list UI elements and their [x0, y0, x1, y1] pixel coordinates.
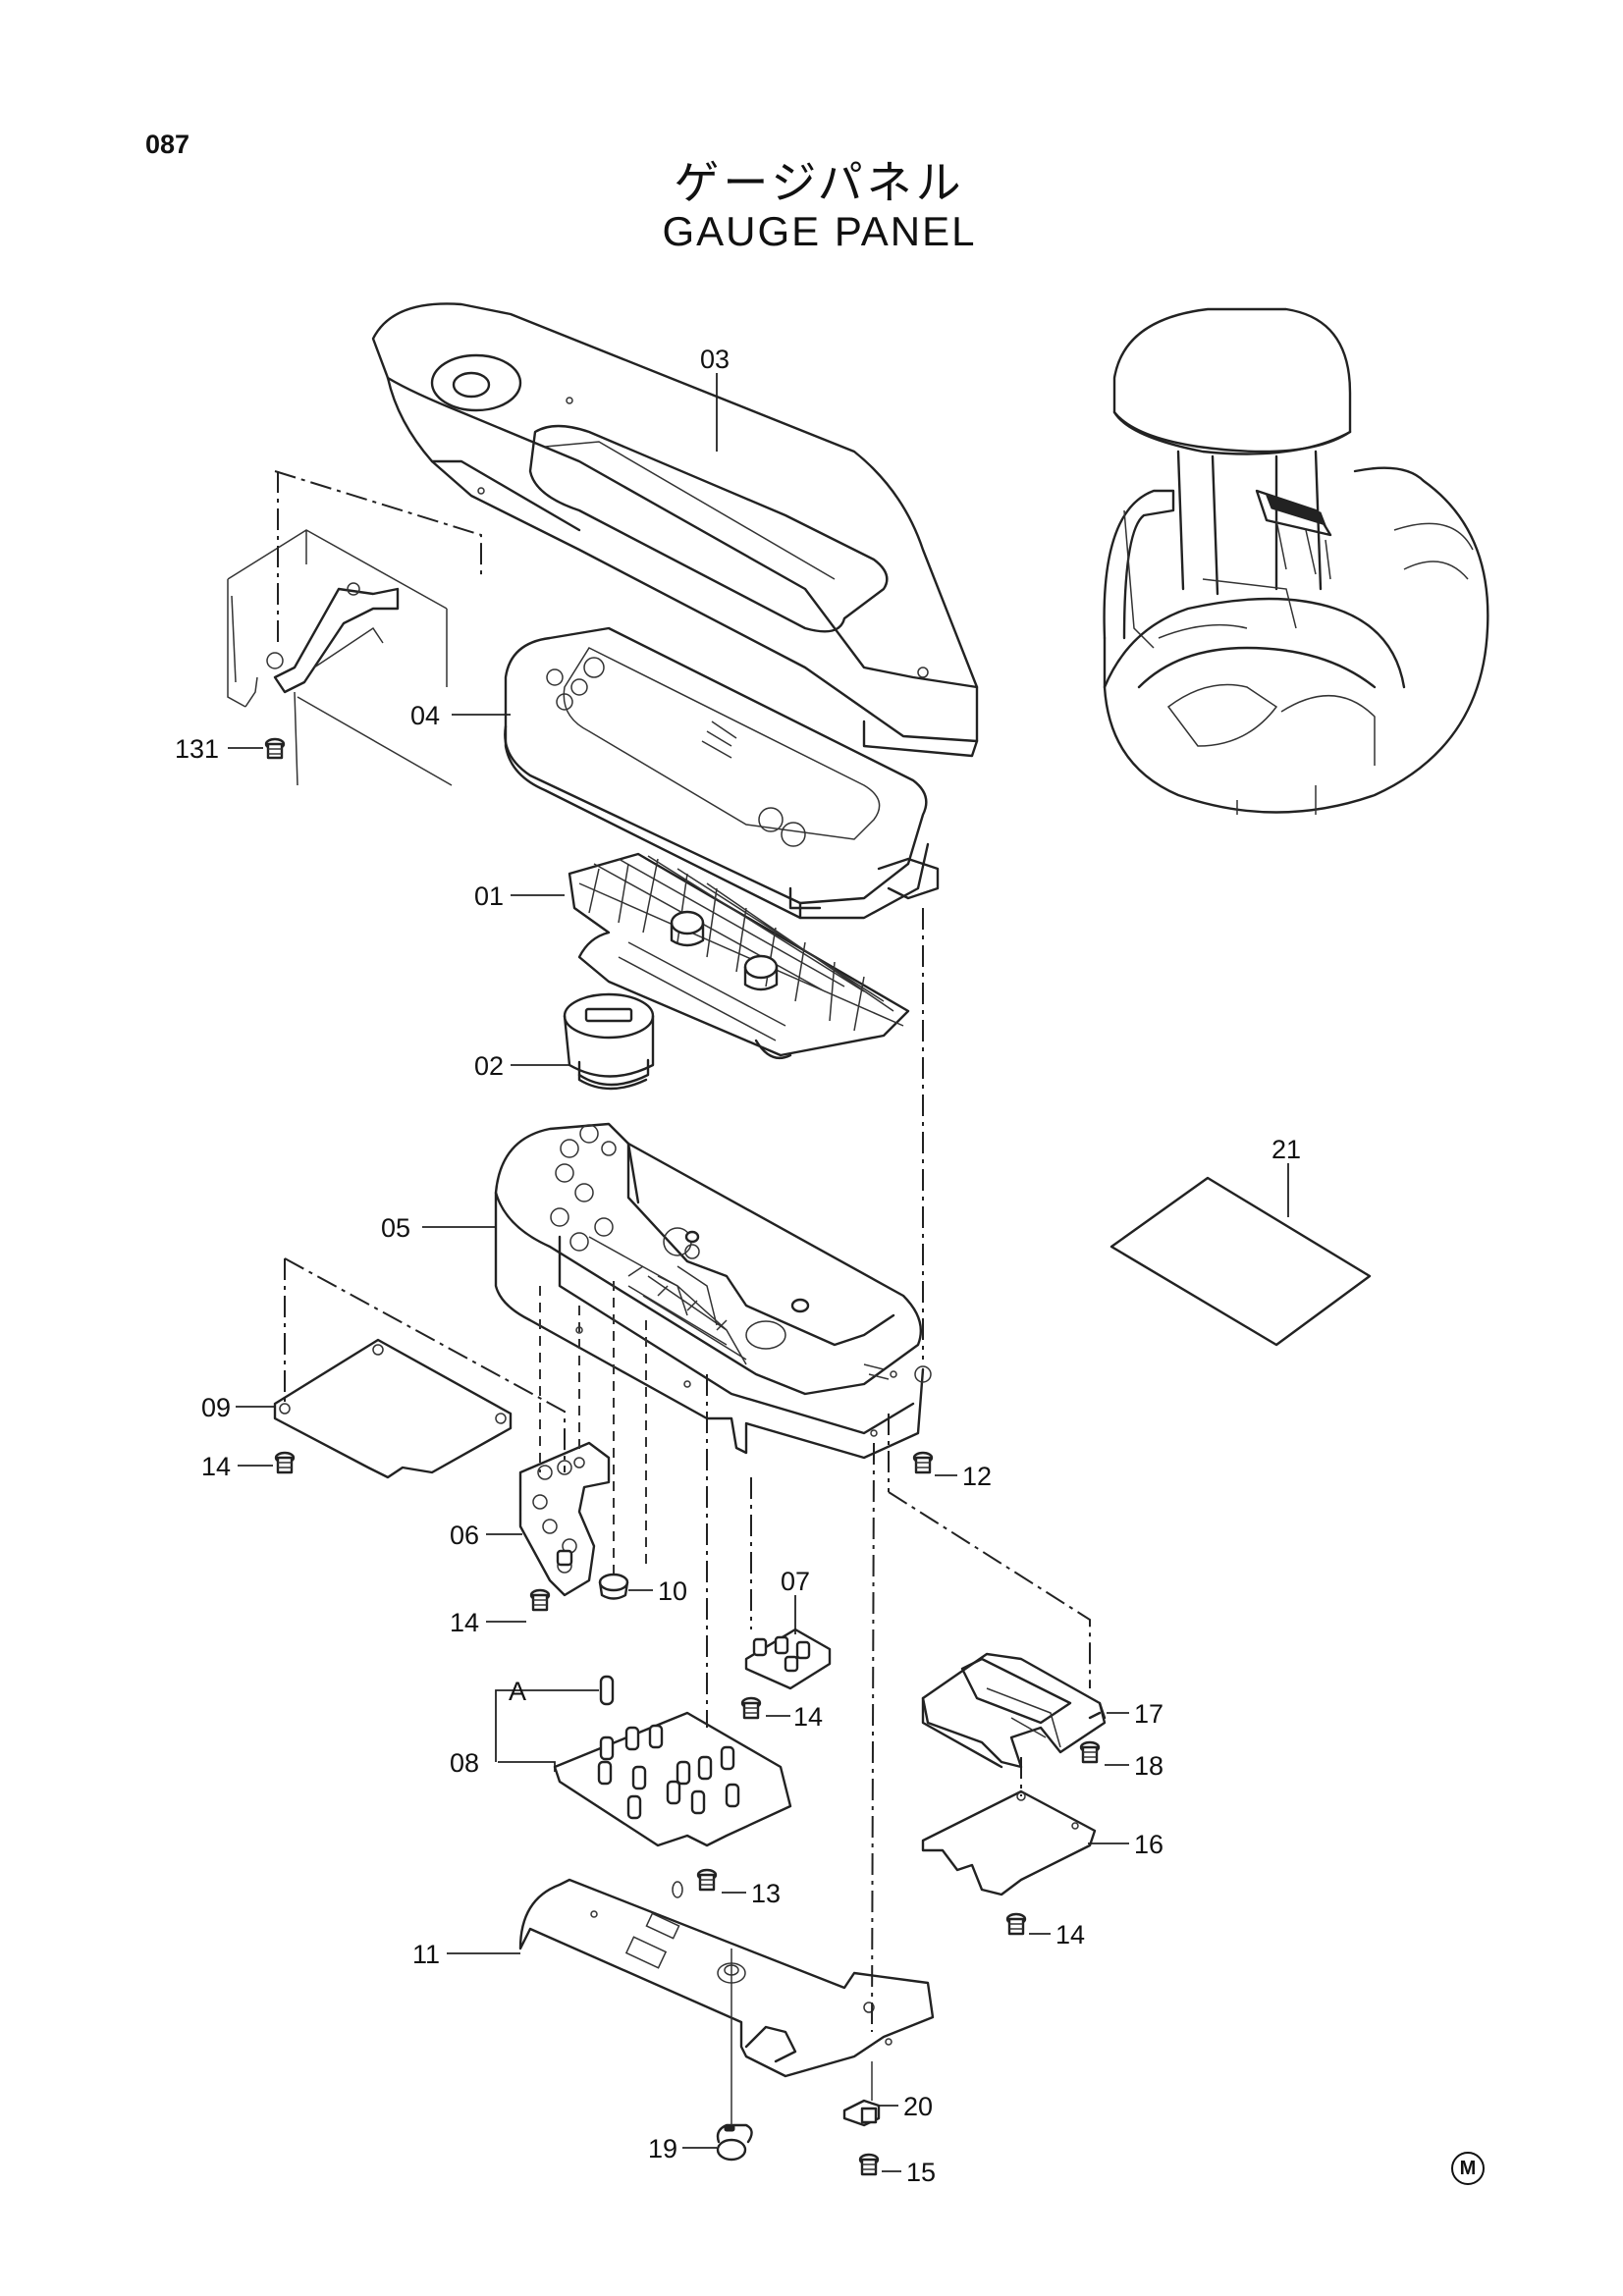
part-01-grid-plate	[568, 852, 910, 1060]
part-21-label-sheet	[1109, 1176, 1372, 1347]
label-01: 01	[474, 881, 504, 911]
leader-lines	[228, 373, 1289, 2172]
part-04-front-case	[504, 626, 940, 920]
part-20-nut	[842, 2099, 881, 2127]
label-15: 15	[906, 2158, 936, 2187]
title-japanese: ゲージパネル	[674, 156, 965, 209]
screw-14-left	[274, 1451, 296, 1474]
label-09: 09	[201, 1393, 231, 1422]
screw-fasteners	[264, 737, 1101, 2176]
label-14-c: 14	[793, 1702, 823, 1732]
alignment-lines	[274, 470, 1091, 2125]
screw-12	[912, 1451, 934, 1474]
screw-15	[858, 2153, 880, 2176]
part-07-small-board	[744, 1628, 832, 1690]
label-06: 06	[450, 1521, 479, 1550]
part-17-connector-frame	[921, 1652, 1107, 1769]
part-03-top-cover	[371, 302, 979, 758]
label-16: 16	[1134, 1830, 1163, 1859]
label-21: 21	[1271, 1135, 1301, 1164]
part-08-main-board	[553, 1675, 792, 1847]
part-06-pcb-bracket	[518, 1441, 611, 1597]
part-02-cylinder-gauge	[563, 992, 655, 1091]
part-09-back-plate	[273, 1338, 513, 1479]
manufacturer-mark: M	[1451, 2152, 1485, 2185]
part-05-main-housing	[494, 1122, 932, 1460]
screw-14-mid-left	[529, 1588, 551, 1612]
screw-14-center	[740, 1696, 762, 1720]
part-11-bottom-cover	[518, 1878, 935, 2078]
label-05: 05	[381, 1213, 410, 1243]
label-11: 11	[412, 1940, 440, 1969]
page-number: 087	[145, 130, 190, 159]
label-14-b: 14	[450, 1608, 479, 1637]
label-14-d: 14	[1055, 1920, 1085, 1949]
label-08: 08	[450, 1748, 479, 1778]
label-19: 19	[648, 2134, 677, 2163]
label-04: 04	[410, 701, 440, 730]
title-english: GAUGE PANEL	[662, 208, 977, 254]
machine-cab-inset	[1103, 307, 1489, 815]
screw-13	[696, 1868, 718, 1892]
label-03: 03	[700, 345, 730, 374]
screw-14-right	[1005, 1912, 1027, 1936]
label-A: A	[509, 1677, 526, 1706]
label-131: 131	[175, 734, 219, 764]
label-10: 10	[658, 1576, 687, 1606]
part-19-clamp	[716, 2123, 753, 2162]
label-13: 13	[751, 1879, 781, 1908]
screw-18	[1079, 1740, 1101, 1764]
label-02: 02	[474, 1051, 504, 1081]
label-14-a: 14	[201, 1452, 231, 1481]
screw-131	[264, 737, 286, 760]
label-07: 07	[781, 1567, 810, 1596]
grommet-10	[598, 1573, 629, 1600]
label-18: 18	[1134, 1751, 1163, 1781]
mounting-bracket-wall	[227, 529, 453, 786]
callout-labels: 03 04 131 01 02 05 21 09 14 12 06 14 10 …	[175, 345, 1301, 2187]
label-12: 12	[962, 1462, 992, 1491]
label-20: 20	[903, 2092, 933, 2121]
label-17: 17	[1134, 1699, 1163, 1729]
part-16-plate	[921, 1789, 1097, 1896]
